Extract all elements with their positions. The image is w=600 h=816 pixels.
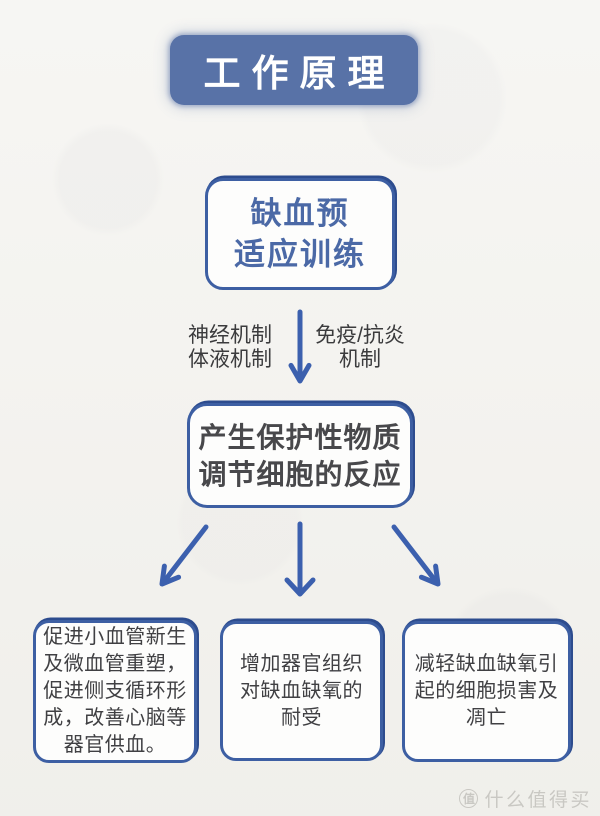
middle-box: 产生保护性物质 调节细胞的反应 [187,403,413,508]
outcome-box-damage-text: 减轻缺血缺氧引 起的细胞损害及 凋亡 [414,653,559,729]
root-box-text: 缺血预 适应训练 [234,196,366,272]
outcome-box-tolerance-text: 增加器官组织 对缺血缺氧的 耐受 [240,652,363,729]
watermark-label: 什么值得买 [484,790,592,811]
outcome-box-vascular-text: 促进小血管新生 及微血管重塑， 促进侧支循环形 成，改善心脑等 器官供血。 [43,626,187,756]
mechanism-label-left: 神经机制 体液机制 [188,324,272,371]
outcome-box-vascular: 促进小血管新生 及微血管重塑， 促进侧支循环形 成，改善心脑等 器官供血。 [33,620,197,763]
page-title: 工作原理 [203,53,396,94]
mechanism-label-right: 免疫/抗炎 机制 [315,324,405,371]
root-box: 缺血预 适应训练 [205,178,395,290]
arrow-branch-left-icon [159,524,209,587]
outcome-box-damage: 减轻缺血缺氧引 起的细胞损害及 凋亡 [402,621,571,762]
arrow-branch-center-icon [284,521,316,597]
smzdm-logo-icon: 值 [459,789,479,808]
outcome-box-tolerance: 增加器官组织 对缺血缺氧的 耐受 [220,621,383,761]
watermark: 值 什么值得买 [459,785,592,812]
middle-box-text: 产生保护性物质 调节细胞的反应 [198,421,402,490]
arrow-branch-right-icon [391,524,441,587]
title-banner: 工作原理 [170,35,418,105]
